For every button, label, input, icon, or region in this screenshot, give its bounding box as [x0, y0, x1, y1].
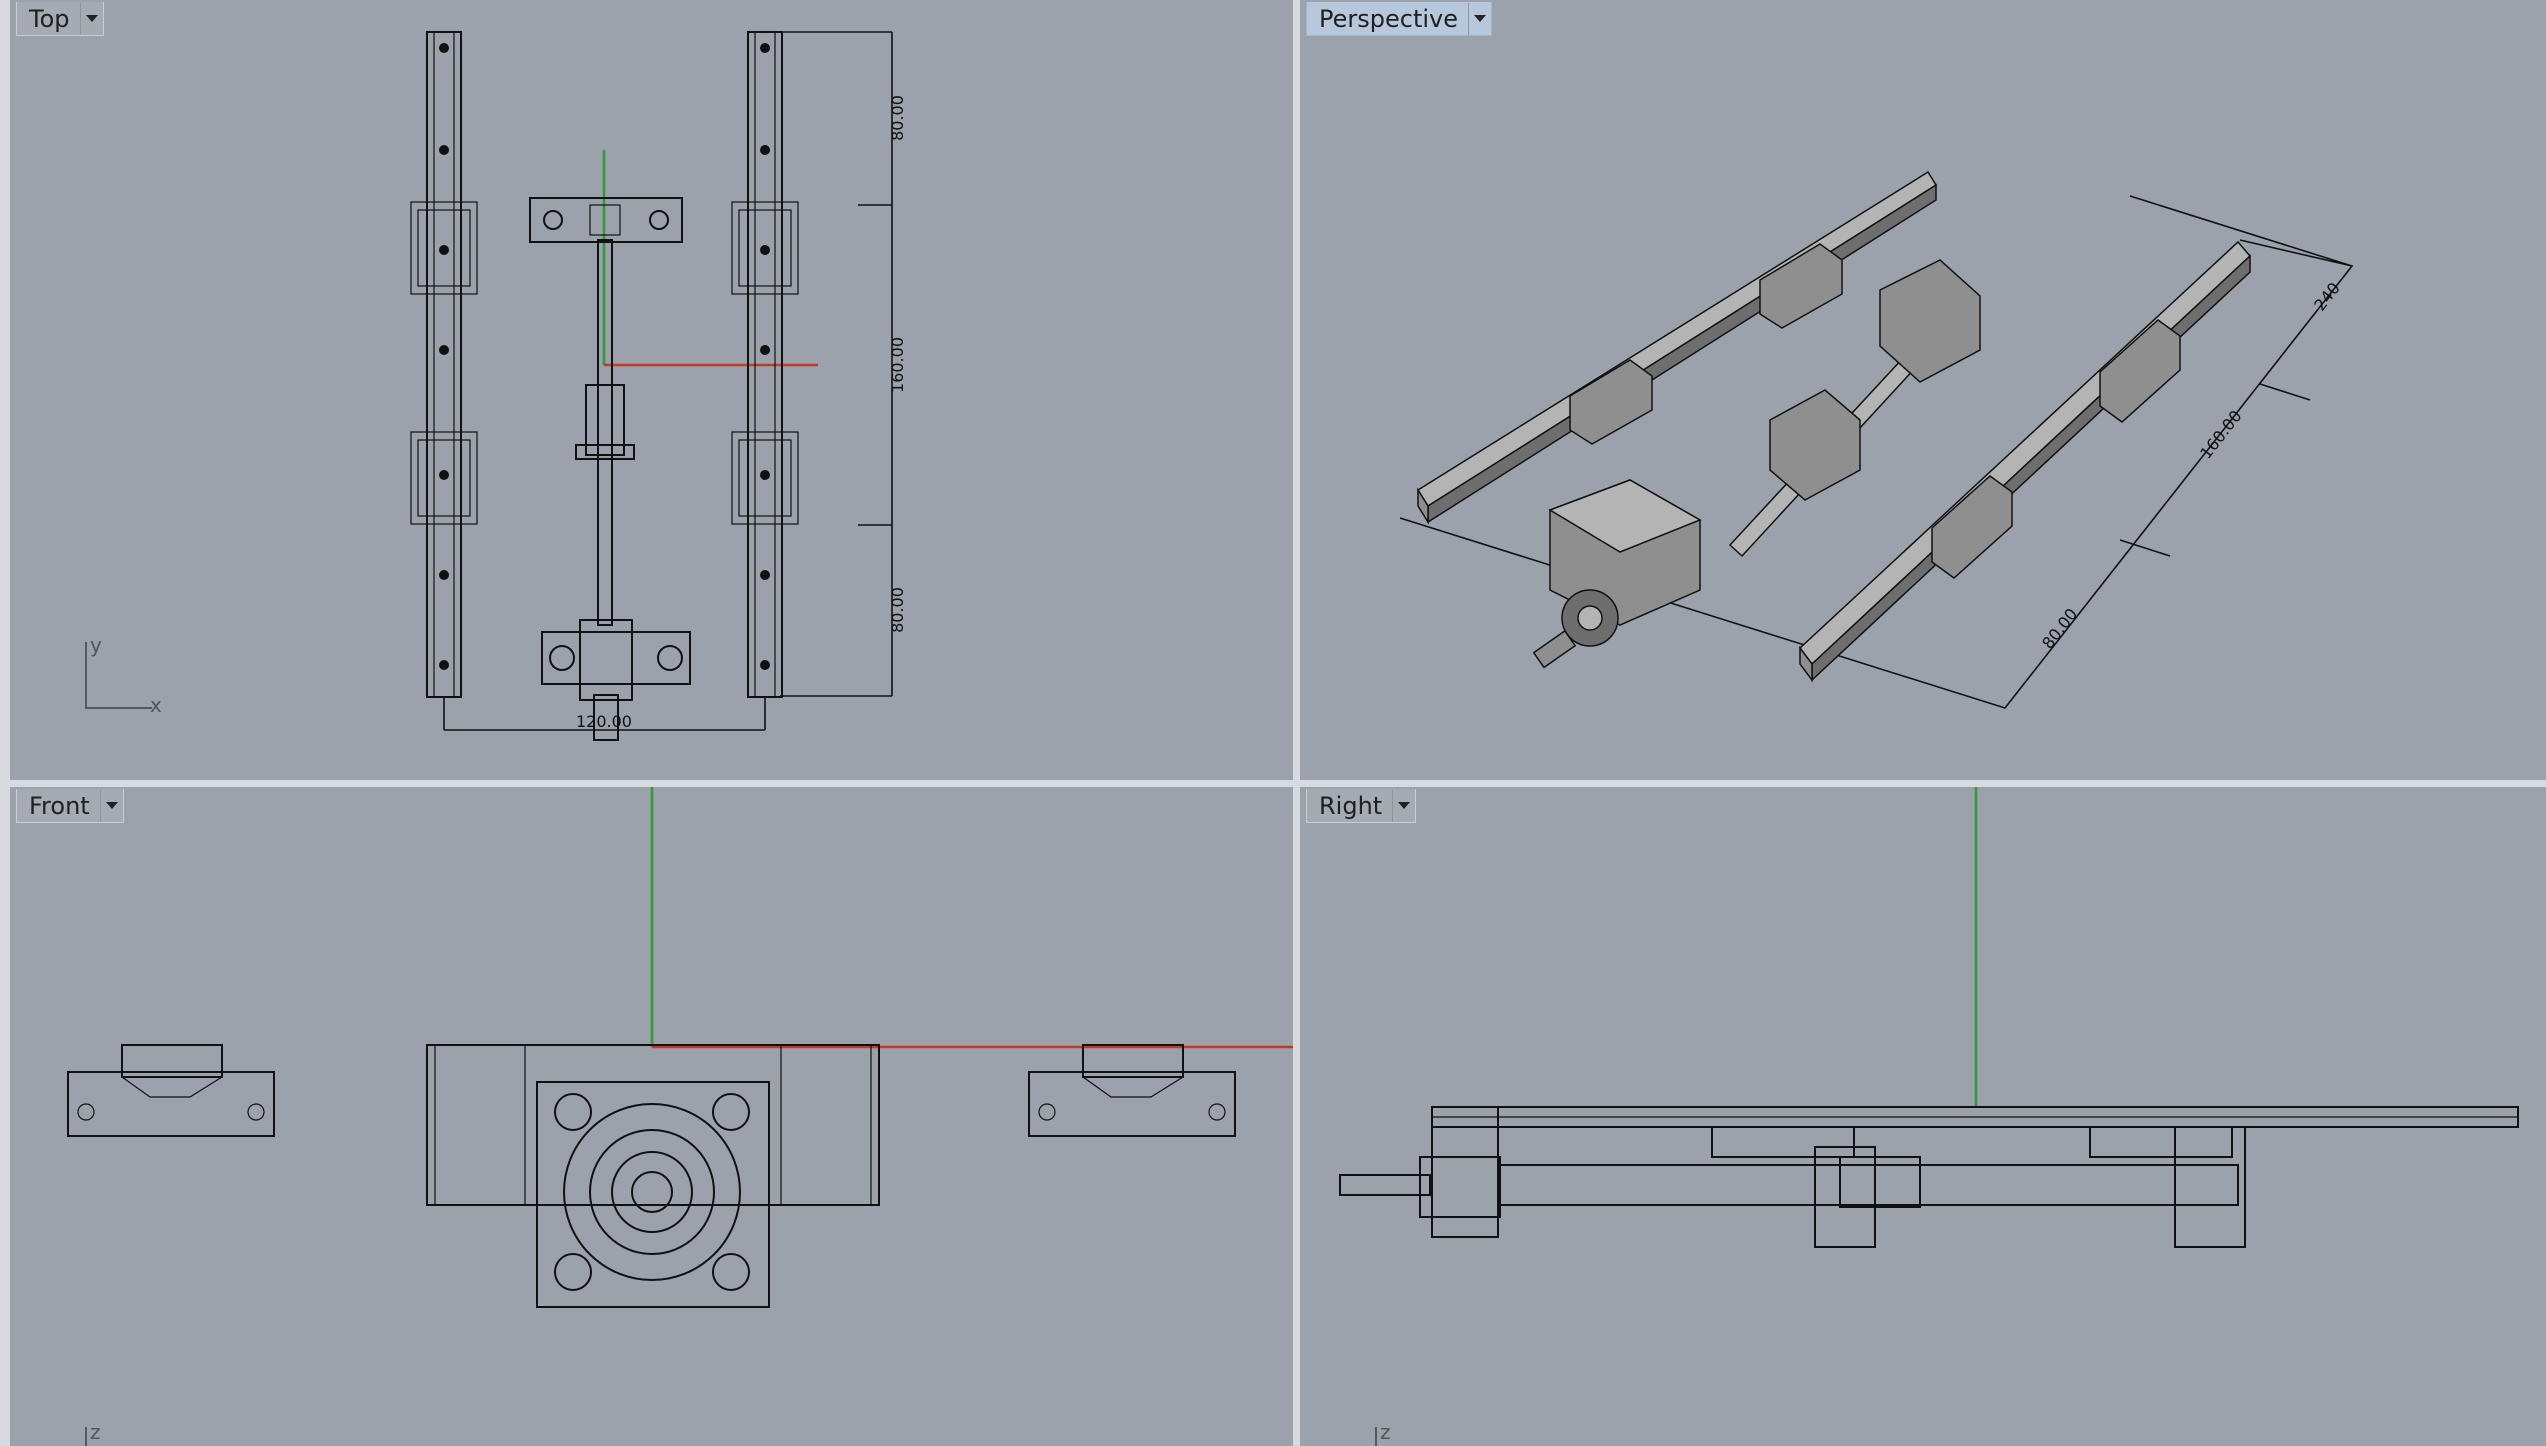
axis-gizmo-xy — [85, 642, 152, 709]
right-view-carriages — [1711, 1126, 2233, 1158]
dim-80-bottom: 80.00 — [888, 587, 907, 633]
perspective-right-rail — [1798, 240, 2252, 683]
right-view-screw — [1339, 1106, 2246, 1248]
perspective-dim-240: 240 — [2310, 279, 2344, 315]
viewport-menu-dropdown-icon[interactable] — [1468, 2, 1491, 35]
gizmo-y-label: y — [90, 633, 102, 657]
viewport-tab-perspective[interactable]: Perspective — [1306, 2, 1492, 36]
viewport-title-perspective: Perspective — [1319, 4, 1458, 33]
left-rail — [410, 31, 478, 698]
viewport-tab-top[interactable]: Top — [16, 2, 104, 36]
dim-120: 120.00 — [576, 712, 632, 731]
viewport-front[interactable]: z Front — [10, 787, 1293, 1446]
viewport-menu-dropdown-icon[interactable] — [79, 2, 103, 35]
front-right-carriage — [1028, 1044, 1236, 1137]
gizmo-z-label: z — [90, 1420, 101, 1444]
viewport-perspective[interactable]: 240 160.00 80.00 — [1300, 0, 2546, 780]
viewport-title-top: Top — [29, 4, 70, 33]
viewport-title-front: Front — [29, 791, 90, 820]
right-view-drawing: z — [1339, 787, 2519, 1446]
perspective-ball-screw — [1532, 259, 1981, 669]
perspective-dim-160: 160.00 — [2196, 407, 2245, 463]
perspective-dimensions — [1399, 195, 2354, 709]
viewport-top[interactable]: 80.00 160.00 80.00 120.00 y x Top — [10, 0, 1293, 780]
perspective-left-rail — [1416, 170, 1938, 525]
gizmo-z-label: z — [1380, 1420, 1391, 1444]
viewport-menu-dropdown-icon[interactable] — [99, 789, 123, 822]
viewport-tab-right[interactable]: Right — [1306, 789, 1417, 823]
viewport-menu-dropdown-icon[interactable] — [1392, 789, 1415, 822]
perspective-view-drawing: 240 160.00 80.00 — [1399, 170, 2354, 709]
right-view-rail — [1431, 1106, 2519, 1128]
viewport-title-right: Right — [1319, 791, 1383, 820]
viewport-right[interactable]: z Right — [1300, 787, 2546, 1446]
gizmo-x-label: x — [150, 693, 162, 717]
viewport-tab-front[interactable]: Front — [16, 789, 124, 823]
ball-screw-assembly — [529, 197, 691, 741]
dim-160: 160.00 — [888, 337, 907, 393]
front-left-carriage — [67, 1044, 275, 1137]
top-dimensions — [443, 31, 893, 731]
perspective-dim-80: 80.00 — [2038, 605, 2081, 653]
dim-80-top: 80.00 — [888, 95, 907, 141]
front-view-drawing: z — [67, 787, 1293, 1446]
front-screw-support — [426, 1044, 880, 1308]
top-view-drawing: 80.00 160.00 80.00 120.00 y x — [85, 31, 907, 741]
